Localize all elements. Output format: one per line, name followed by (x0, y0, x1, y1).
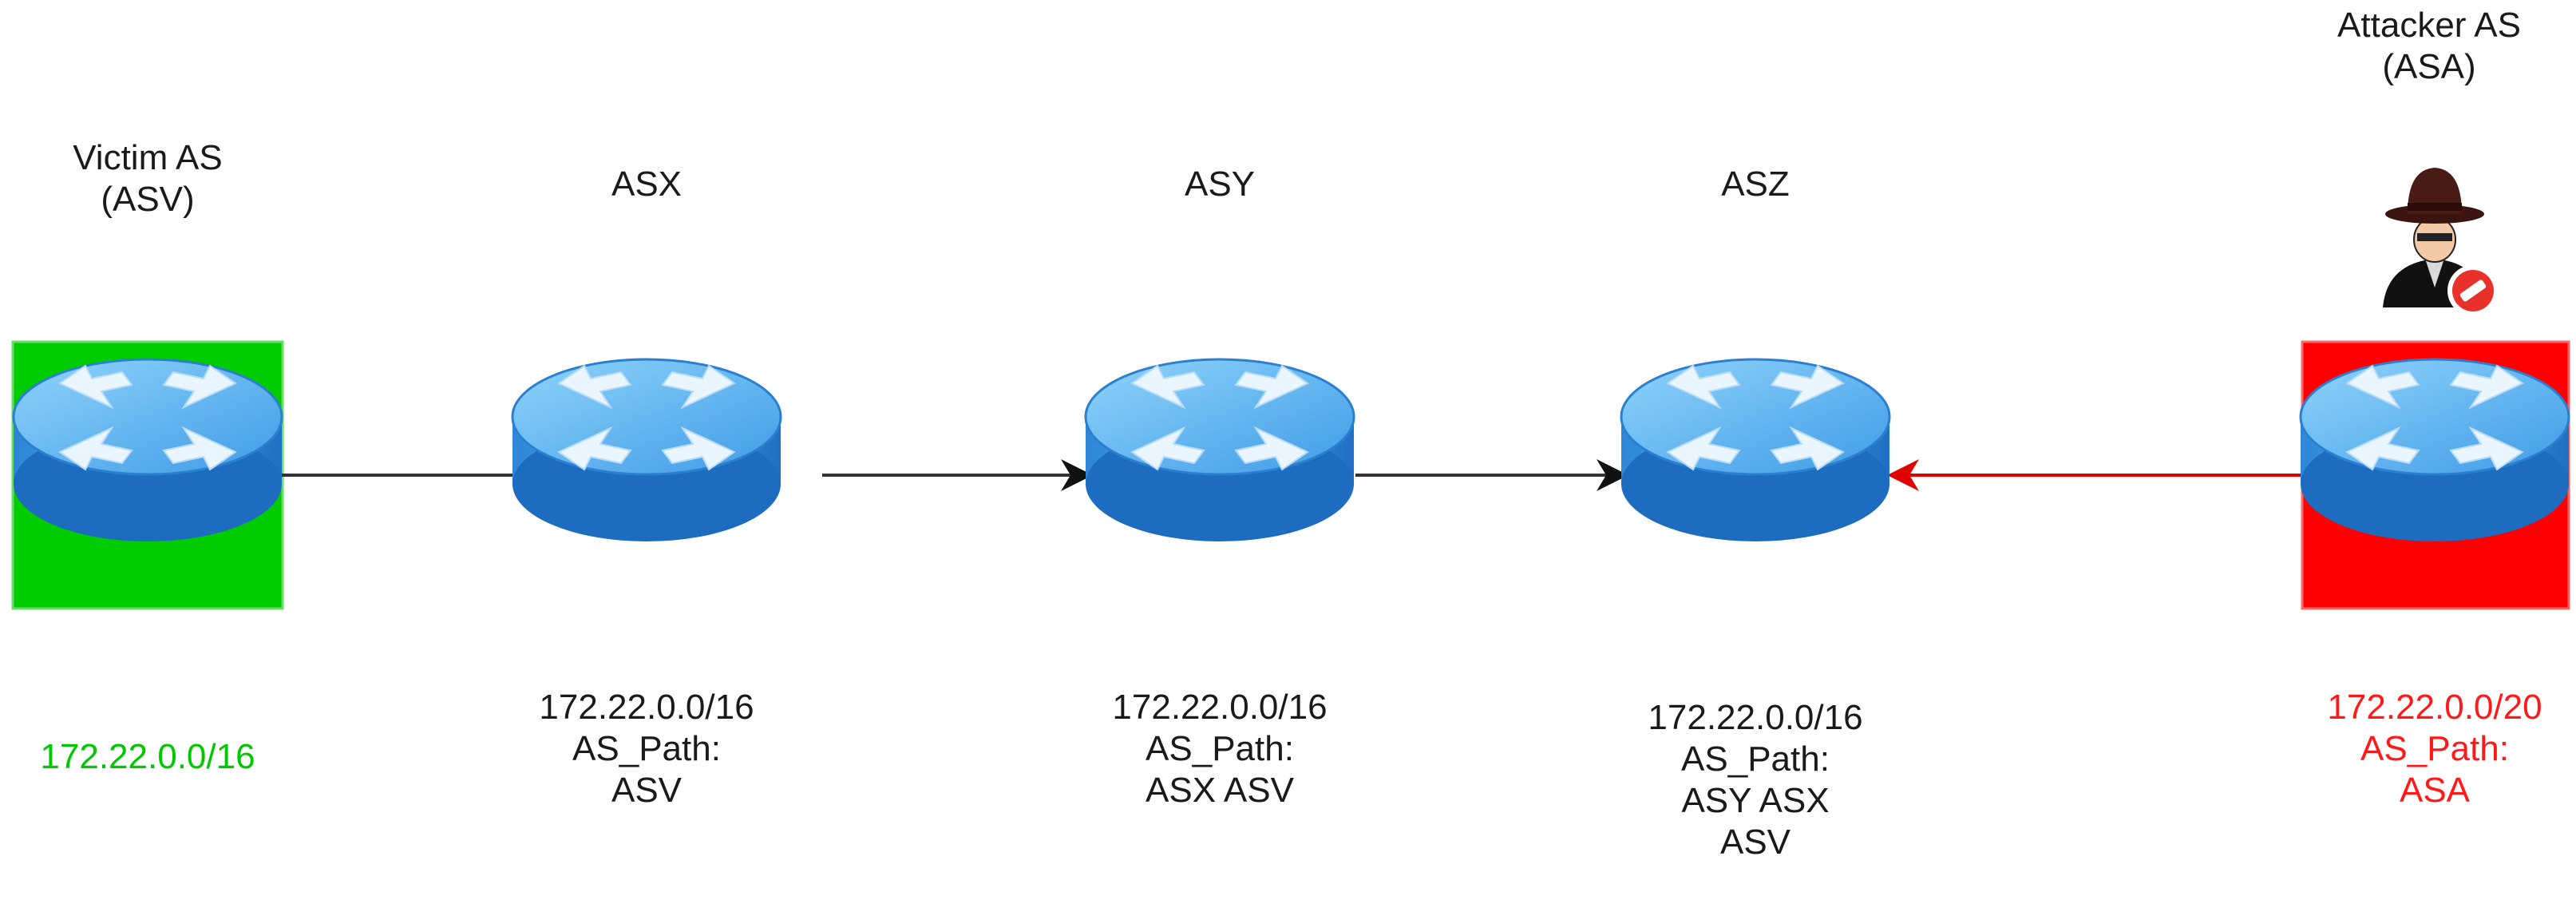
asv-name-line-2: (ASV) (101, 180, 195, 219)
asx-name-label: ASX (527, 164, 766, 205)
asa-route-info: 172.22.0.0/20 AS_Path: ASA (2299, 687, 2570, 811)
asa-info-line-1: 172.22.0.0/20 (2327, 688, 2542, 727)
asz-route-info: 172.22.0.0/16 AS_Path: ASY ASX ASV (1628, 697, 1883, 863)
router-icon-asx (511, 358, 782, 543)
router-icon-asa (2299, 358, 2570, 543)
asz-info-line-3: ASY ASX (1681, 781, 1830, 820)
asa-info-line-2: AS_Path: (2360, 729, 2509, 768)
asz-info-line-2: AS_Path: (1681, 739, 1830, 779)
asx-name-line-1: ASX (611, 165, 683, 204)
routers-group (12, 358, 2570, 543)
asz-info-line-1: 172.22.0.0/16 (1648, 698, 1863, 737)
asz-name-label: ASZ (1636, 164, 1875, 205)
asy-route-info: 172.22.0.0/16 AS_Path: ASX ASV (1092, 687, 1347, 811)
asy-name-line-1: ASY (1184, 165, 1256, 204)
asa-name-label: Attacker AS (ASA) (2283, 5, 2575, 88)
asx-info-line-3: ASV (611, 771, 683, 810)
router-icon-asz (1620, 358, 1891, 543)
asa-info-line-3: ASA (2399, 771, 2471, 810)
asa-name-line-2: (ASA) (2382, 47, 2476, 86)
asz-name-line-1: ASZ (1721, 165, 1790, 204)
asy-info-line-3: ASX ASV (1146, 771, 1294, 810)
asv-name-label: Victim AS (ASV) (0, 137, 295, 220)
asv-name-line-1: Victim AS (73, 138, 223, 177)
asx-info-line-1: 172.22.0.0/16 (539, 688, 754, 727)
asy-info-line-2: AS_Path: (1146, 729, 1294, 768)
router-icon-asy (1084, 358, 1355, 543)
asy-name-label: ASY (1100, 164, 1339, 205)
asv-route-info: 172.22.0.0/16 (0, 736, 295, 778)
asx-info-line-2: AS_Path: (572, 729, 721, 768)
router-icon-asv (12, 358, 283, 543)
asx-route-info: 172.22.0.0/16 AS_Path: ASV (519, 687, 774, 811)
asv-info-line-1: 172.22.0.0/16 (40, 737, 255, 776)
asy-info-line-1: 172.22.0.0/16 (1112, 688, 1328, 727)
asz-info-line-4: ASV (1719, 823, 1791, 862)
no-entry-icon (2447, 265, 2499, 316)
asa-name-line-1: Attacker AS (2337, 6, 2521, 45)
